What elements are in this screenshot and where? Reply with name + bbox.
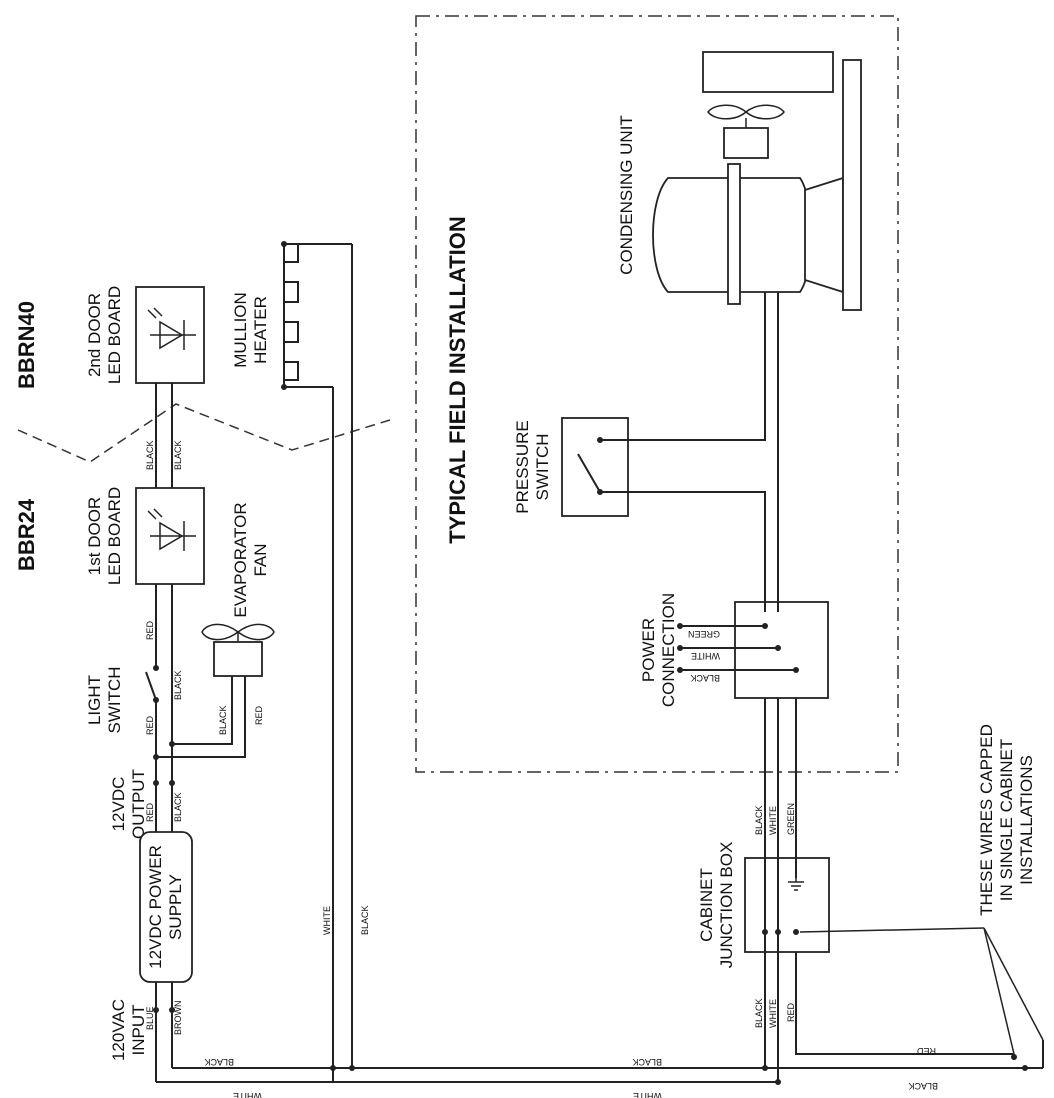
fan-icon <box>201 623 275 641</box>
second-led-label-2: LED BOARD <box>105 286 124 384</box>
wire-label-red: RED <box>145 802 155 822</box>
junction-red-wire <box>795 932 1014 1055</box>
wire-label-white: WHITE <box>233 1091 262 1098</box>
ps-to-condenser-wire <box>600 290 766 441</box>
wire-label-black: BLACK <box>908 1081 938 1091</box>
first-led-label-1: 1st DOOR <box>85 497 104 575</box>
fan-red-wire <box>156 693 246 758</box>
first-led-label-2: LED BOARD <box>105 487 124 585</box>
wire-label-black: BLACK <box>218 705 228 735</box>
junction-label-2: JUNCTION BOX <box>717 842 736 969</box>
wire-label-black: BLACK <box>360 905 370 935</box>
power-supply-label-1: 12VDC POWER <box>146 845 165 969</box>
cabinet-junction-box <box>744 857 830 953</box>
wire-label-black: BLACK <box>173 440 183 470</box>
wire-label-red: RED <box>254 705 264 725</box>
wire-label-white: WHITE <box>691 651 720 661</box>
wire-label-white: WHITE <box>322 906 332 935</box>
light-switch-label-2: SWITCH <box>105 666 124 733</box>
ps-to-power-wire <box>600 491 766 612</box>
pressure-switch-box <box>561 417 629 517</box>
light-switch-contact <box>145 671 157 701</box>
field-installation-boundary <box>415 15 899 773</box>
wire-label-white: WHITE <box>768 806 778 835</box>
wire-label-white: WHITE <box>633 1091 662 1098</box>
mullion-label-1: MULLION <box>231 292 250 368</box>
note-leader <box>983 927 1044 1041</box>
junction-label-1: CABINET <box>697 868 716 942</box>
wire-label-black: BLACK <box>754 998 764 1028</box>
evap-fan-label-2: FAN <box>251 543 270 576</box>
condensing-unit <box>652 51 862 311</box>
wire-label-black: BLACK <box>204 1057 234 1067</box>
led-diode-icon <box>147 307 196 350</box>
power-connection-label-1: POWER <box>639 618 658 682</box>
note-leader <box>983 927 1015 1055</box>
input-label-2: INPUT <box>129 1005 148 1056</box>
wire-label-black: BLACK <box>173 792 183 822</box>
model-bbrn40-label: BBRN40 <box>14 301 39 389</box>
model-bbr24-label: BBR24 <box>14 498 39 571</box>
condensing-unit-label: CONDENSING UNIT <box>617 115 636 275</box>
note-line-1: THESE WIRES CAPPED <box>977 724 996 916</box>
evaporator-fan-motor <box>213 641 263 677</box>
wire-label-green: GREEN <box>786 803 796 835</box>
wire-label-blue: BLUE <box>145 1006 155 1030</box>
mullion-black-lead <box>283 243 352 387</box>
power-supply-label-2: SUPPLY <box>166 874 185 940</box>
wire-label-red: RED <box>916 1046 936 1056</box>
wire-label-white: WHITE <box>768 999 778 1028</box>
power-supply-box <box>139 831 193 983</box>
wire-label-black: BLACK <box>173 670 183 700</box>
led-diode-icon <box>147 508 196 551</box>
mullion-heater-element <box>283 243 299 381</box>
note-line-2: IN SINGLE CABINET <box>997 739 1016 901</box>
output-label-2: OUTPUT <box>129 769 148 839</box>
second-led-label-1: 2nd DOOR <box>85 293 104 377</box>
pressure-switch-label-2: SWITCH <box>533 433 552 500</box>
mullion-label-2: HEATER <box>251 296 270 364</box>
wire-label-brown: BROWN <box>173 1001 183 1036</box>
power-connection-box <box>734 601 829 699</box>
wire-label-red: RED <box>145 620 155 640</box>
fan-icon <box>707 104 785 120</box>
wire-label-green: GREEN <box>688 629 720 639</box>
power-connection-label-2: CONNECTION <box>659 593 678 707</box>
wire-label-red: RED <box>145 715 155 735</box>
wire-label-black: BLACK <box>690 673 720 683</box>
evap-fan-label-1: EVAPORATOR <box>231 502 250 617</box>
model-divider <box>17 403 391 463</box>
output-label-1: 12VDC <box>109 777 128 832</box>
wire-label-black: BLACK <box>632 1057 662 1067</box>
pressure-switch-label-1: PRESSURE <box>513 420 532 514</box>
wire-label-red: RED <box>786 1002 796 1022</box>
fan-black-wire <box>172 693 233 745</box>
wire-label-black: BLACK <box>145 440 155 470</box>
pressure-switch-contact <box>577 453 601 493</box>
light-switch-label-1: LIGHT <box>85 675 104 725</box>
field-installation-title: TYPICAL FIELD INSTALLATION <box>445 216 470 544</box>
note-line-3: INSTALLATIONS <box>1017 755 1036 885</box>
input-label-1: 120VAC <box>109 999 128 1061</box>
note-leader <box>799 927 985 933</box>
ground-icon <box>788 878 804 891</box>
wire-label-black: BLACK <box>754 805 764 835</box>
